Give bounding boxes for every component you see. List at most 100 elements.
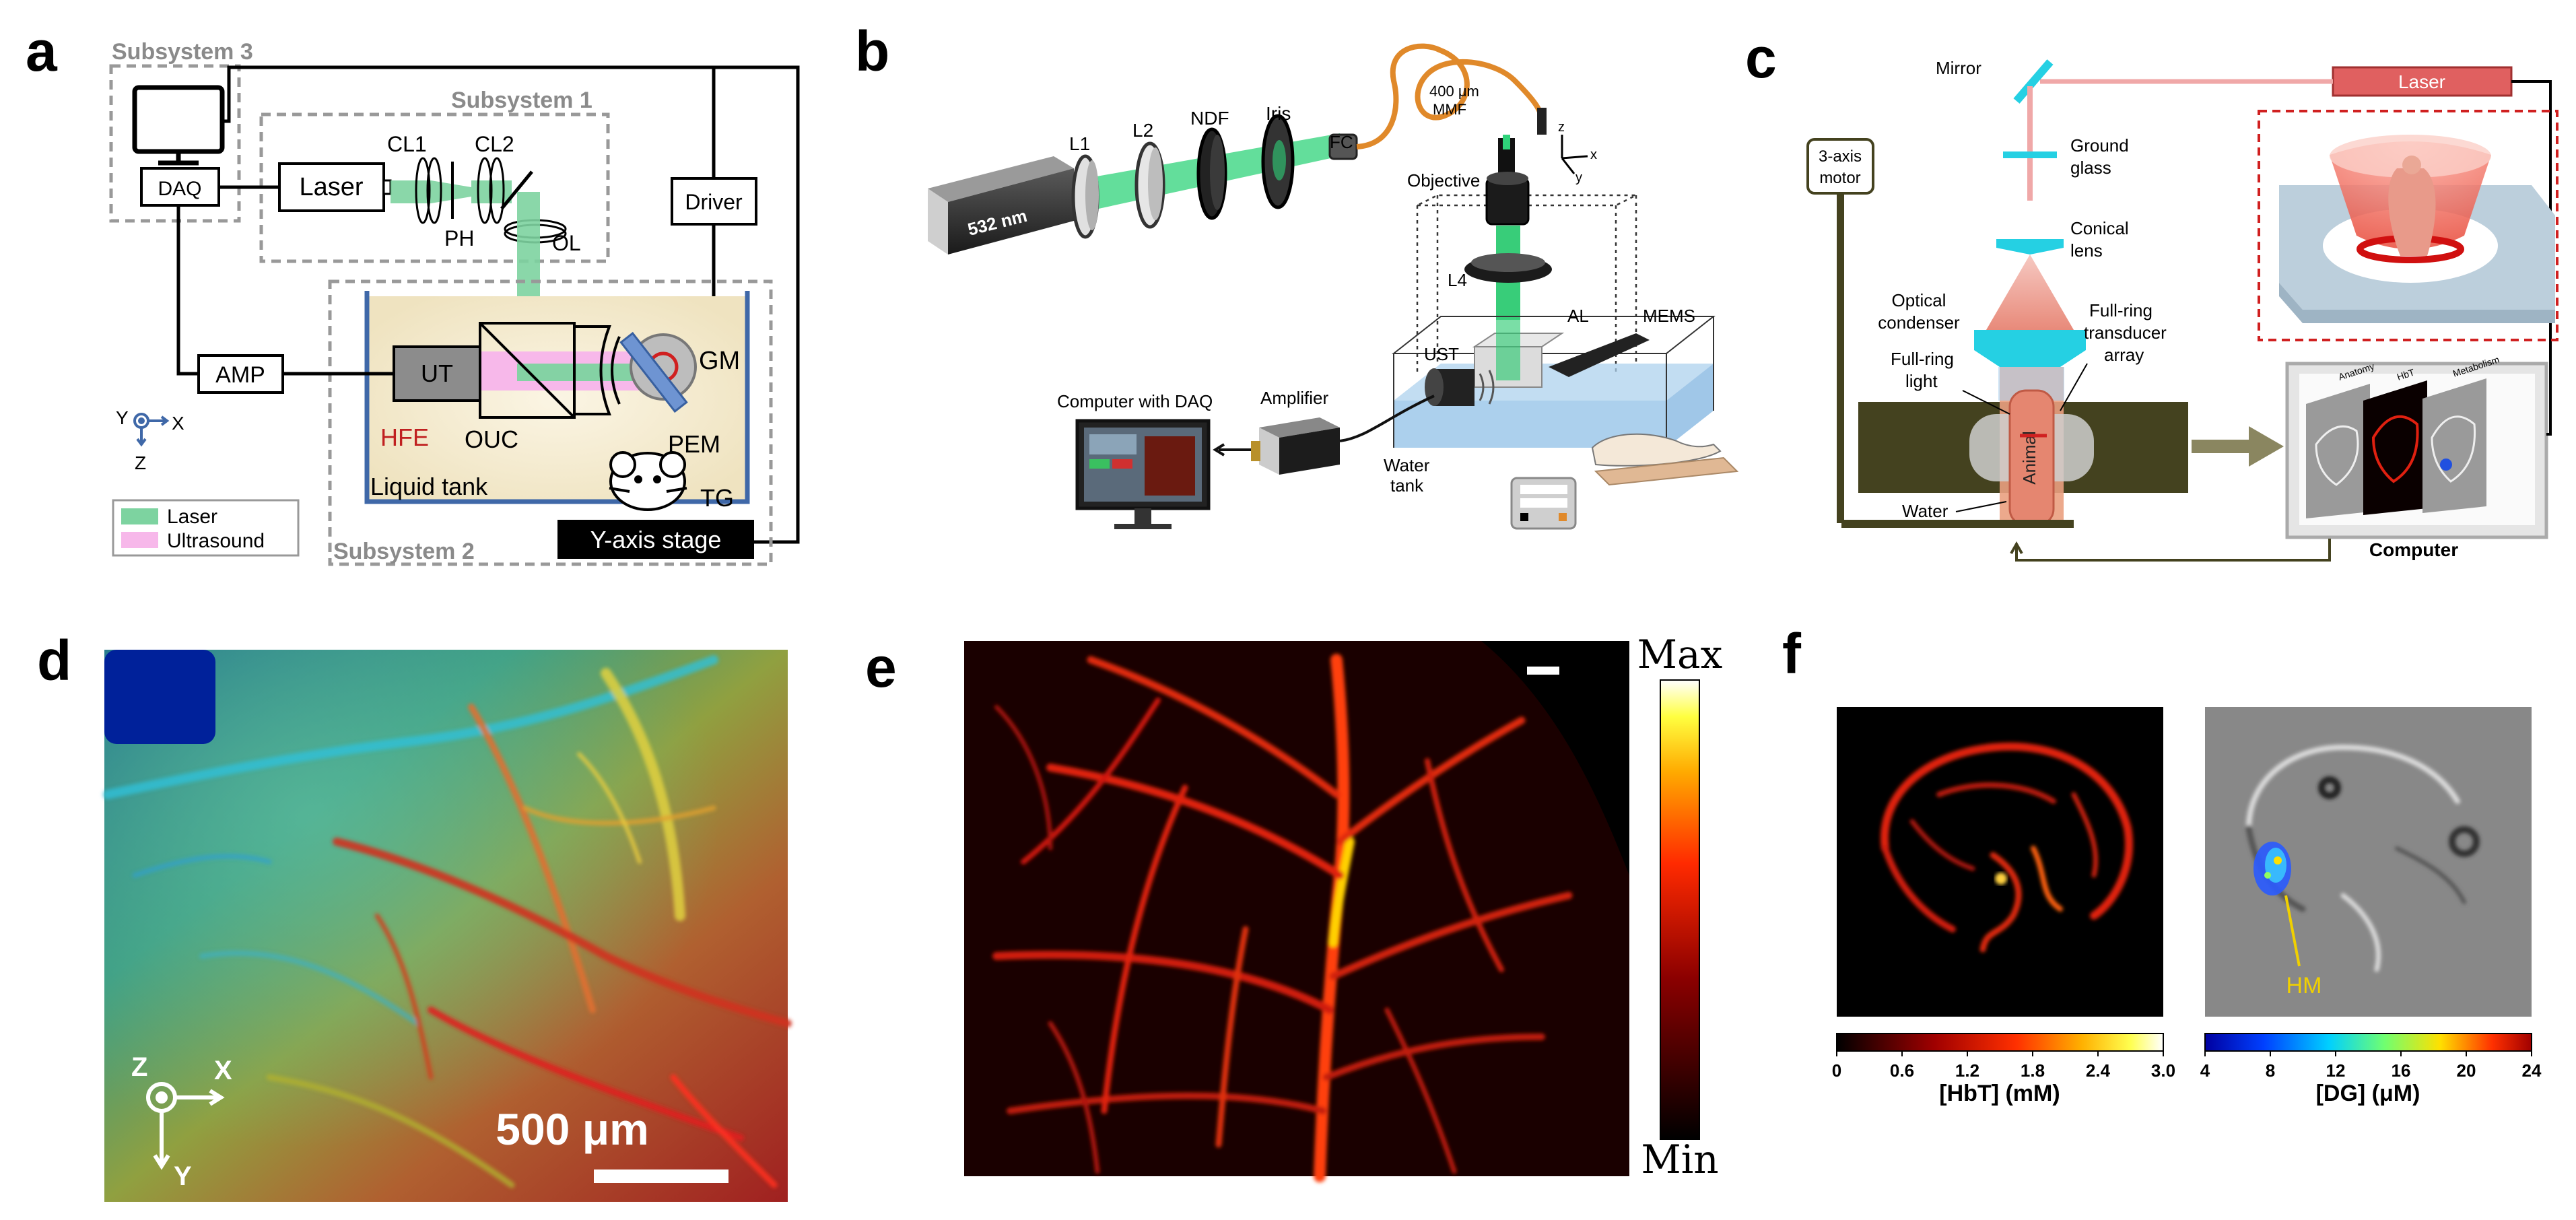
conical-lens-label-1: Conical [2070,218,2129,238]
objective [1485,177,1530,226]
cl2-label: CL2 [475,132,514,156]
colorbar-dg-label: [DG] (μM) [2316,1081,2420,1106]
legend-laser-label: Laser [167,506,217,528]
cl1-lens [415,157,431,224]
driver-label: Driver [685,190,743,214]
data-arrow [2192,426,2284,467]
colorbar-tick-label: 20 [2457,1060,2476,1081]
hfe-label: HFE [380,423,429,451]
motor-label-2: motor [1819,169,1860,187]
mmf-label-2: MMF [1433,101,1466,118]
ring-light-label-2: light [1905,371,1938,391]
axis-x-label: x [1590,147,1597,162]
daq-label: DAQ [158,178,201,200]
axis-z-label: Z [135,452,146,473]
ut-label: UT [421,360,453,387]
cl2-lens [477,157,493,224]
tg-label: TG [700,484,734,512]
ouc-label: OUC [465,426,518,453]
colorbar-hbt [1836,1033,2164,1052]
y-axis-stage-label: Y-axis stage [590,526,722,553]
amplifier-box [1279,428,1340,475]
mirror-label: Mirror [1936,58,1981,78]
panel-c: c Laser Mirror Ground glass Conical lens… [1745,26,2558,562]
hm-pointer [2284,895,2301,967]
mmf-label-1: 400 μm [1429,83,1479,100]
mirror-a [500,170,533,210]
hbt-vessels [1880,742,2133,953]
ph-label: PH [444,226,474,250]
monitor-icon [132,85,225,154]
anatomy-image [2306,384,2370,518]
axis-y-label: y [1575,170,1582,185]
al-label: AL [1567,306,1589,326]
dg-map [2205,707,2532,1017]
iris-label: Iris [1266,103,1291,124]
optic-iris [1261,114,1295,209]
l1-label: L1 [1069,133,1090,154]
motor-label-1: 3-axis [1819,147,1862,166]
colorbar-tick-label: 1.2 [1955,1060,1979,1081]
colorbar-tick-label: 8 [2266,1060,2275,1081]
animal-label: Animal [2019,431,2039,484]
transducer-label-1: Full-ring [2089,300,2153,320]
colorbar-max-label: Max [1637,632,1723,677]
mouse-icon [609,451,687,511]
ol-label: OL [552,231,581,255]
image-mask-block [104,650,215,744]
axis-indicator-b [1561,135,1588,174]
laser-label: Laser [299,173,363,201]
laser-source-532 [948,168,1074,255]
daq-box [140,167,220,207]
l4-label: L4 [1448,270,1467,290]
optic-l1 [1071,154,1099,239]
colorbar-tick-label: 0 [1832,1060,1841,1081]
legend-ultrasound-label: Ultrasound [167,530,265,552]
colorbar-tick-label: 4 [2200,1060,2210,1081]
subsystem-2-box [328,279,773,566]
panel-letter: b [855,20,889,83]
metabolism-image [2422,378,2486,513]
axis-y-label: Y [116,407,129,428]
optic-ndf [1196,127,1227,220]
cl1-label: CL1 [387,132,427,156]
panel-letter: c [1745,26,1777,90]
dg-anatomy [2245,744,2480,972]
panel-b: b 532 nm L1 L2 NDF Iris FC 400 μm MMF z … [855,20,1739,530]
ground-glass-label-1: Ground [2070,135,2129,156]
cone-beam [1986,255,2074,330]
panel-d: d Z X Y 500 μm [37,629,792,1202]
mouse-b [1591,433,1722,467]
axis-z-label: z [1558,120,1565,135]
subsystem-3-box [109,64,241,223]
legend-swatch-laser [121,508,158,524]
ground-glass-label-2: glass [2070,158,2111,178]
colorbar-tick-label: 1.8 [2021,1060,2045,1081]
conical-lens [1996,239,2064,255]
dg-hotspot [2253,842,2291,895]
axis-indicator-d [146,1082,225,1170]
gm-label: GM [699,347,740,375]
panel-letter: f [1782,622,1802,685]
transducer-label-3: array [2104,345,2144,365]
transducer-label-2: transducer [2084,323,2167,343]
axis-y-label: Y [174,1161,192,1191]
colorbar-tick-label: 3.0 [2151,1060,2175,1081]
water-label-c: Water [1902,501,1948,521]
colorbar-dg [2204,1033,2532,1052]
optical-condenser [1974,330,2086,367]
subsystem-1-label: Subsystem 1 [451,88,592,113]
inset-frame [2258,110,2558,341]
colorbar-tick-label: 12 [2326,1060,2346,1081]
multimode-fiber [1356,43,1545,149]
scale-bar-e [1527,667,1559,675]
condenser-label-1: Optical [1892,290,1946,310]
subsystem-3-label: Subsystem 3 [112,39,253,65]
computer-label-c: Computer [2369,539,2458,560]
hm-label: HM [2286,973,2322,998]
liquid-tank-label: Liquid tank [370,473,488,500]
amp-label: AMP [215,362,265,388]
